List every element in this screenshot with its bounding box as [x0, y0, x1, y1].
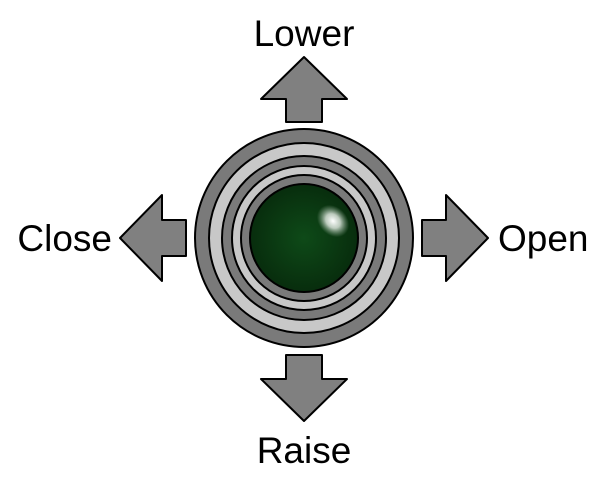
arrow-right-icon[interactable] — [421, 194, 489, 282]
arrow-down-icon[interactable] — [260, 354, 348, 422]
arrow-up-icon[interactable] — [260, 56, 348, 123]
label-lower: Lower — [254, 13, 355, 54]
joystick-knob-icon[interactable] — [249, 183, 359, 293]
arrow-left-icon[interactable] — [119, 194, 187, 282]
label-raise: Raise — [257, 430, 352, 471]
label-open: Open — [498, 218, 589, 259]
label-close: Close — [17, 218, 112, 259]
knob-highlight — [316, 204, 350, 238]
